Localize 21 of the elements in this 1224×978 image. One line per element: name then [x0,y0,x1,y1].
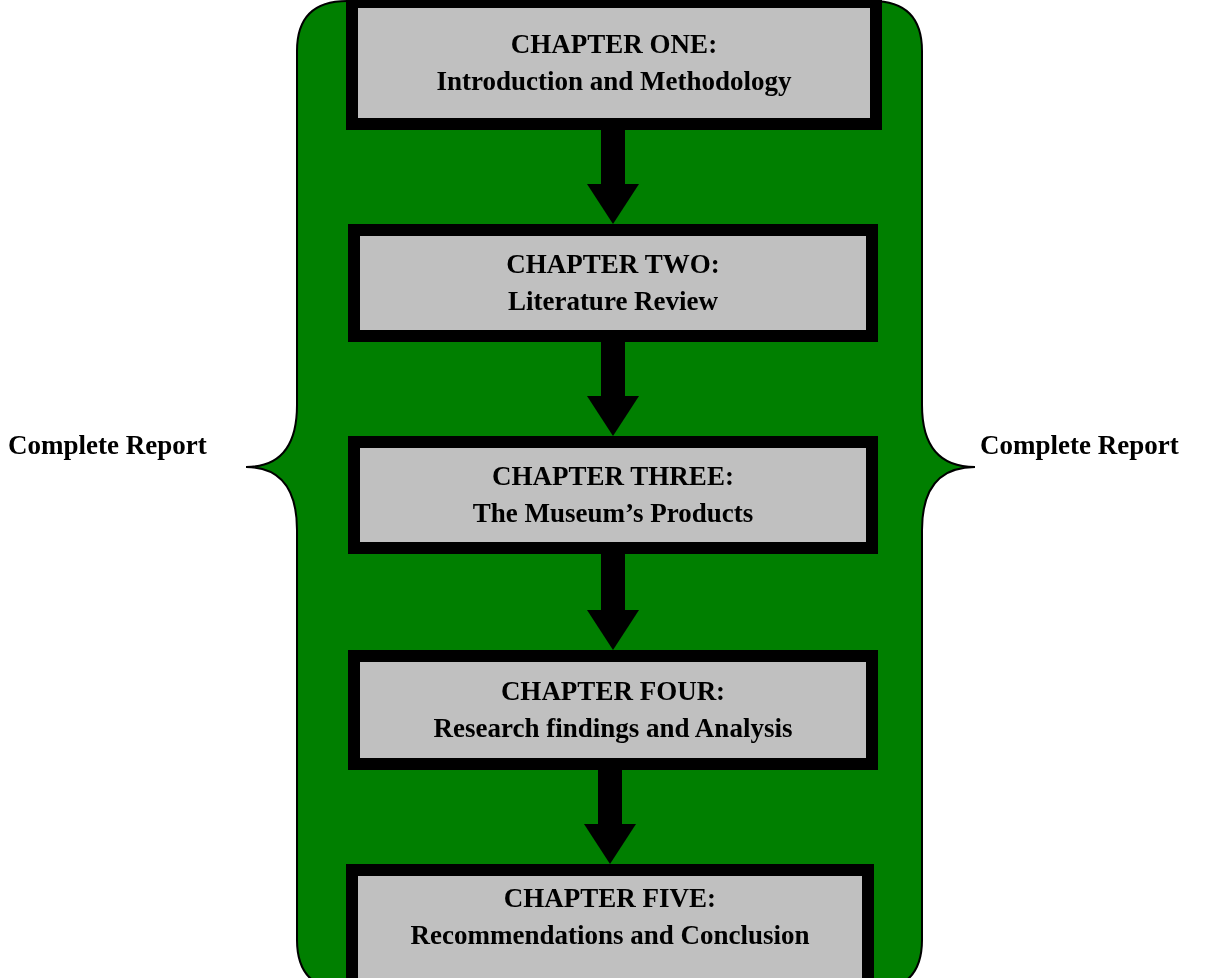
side-label: Complete Report [8,430,207,461]
chapter-title: The Museum’s Products [472,497,754,530]
chapter-title: Research findings and Analysis [433,712,793,745]
chapter-title: Recommendations and Conclusion [410,919,810,952]
arrow [587,554,639,650]
chapter-title: Literature Review [507,285,719,318]
chapter-heading: CHAPTER THREE: [492,460,734,493]
chapter-heading: CHAPTER FIVE: [503,882,717,915]
arrow [587,130,639,224]
chapter-heading: CHAPTER FOUR: [500,675,726,708]
chapter-box [348,650,878,770]
chapter-title: Introduction and Methodology [436,65,792,98]
chapter-heading: CHAPTER TWO: [506,248,720,281]
chapter-box [346,0,882,130]
chapter-box [348,224,878,342]
chapter-heading: CHAPTER ONE: [510,28,718,61]
arrow [584,770,636,864]
chapter-box [348,436,878,554]
arrow [587,342,639,436]
side-label: Complete Report [980,430,1179,461]
chapter-box [346,864,874,978]
